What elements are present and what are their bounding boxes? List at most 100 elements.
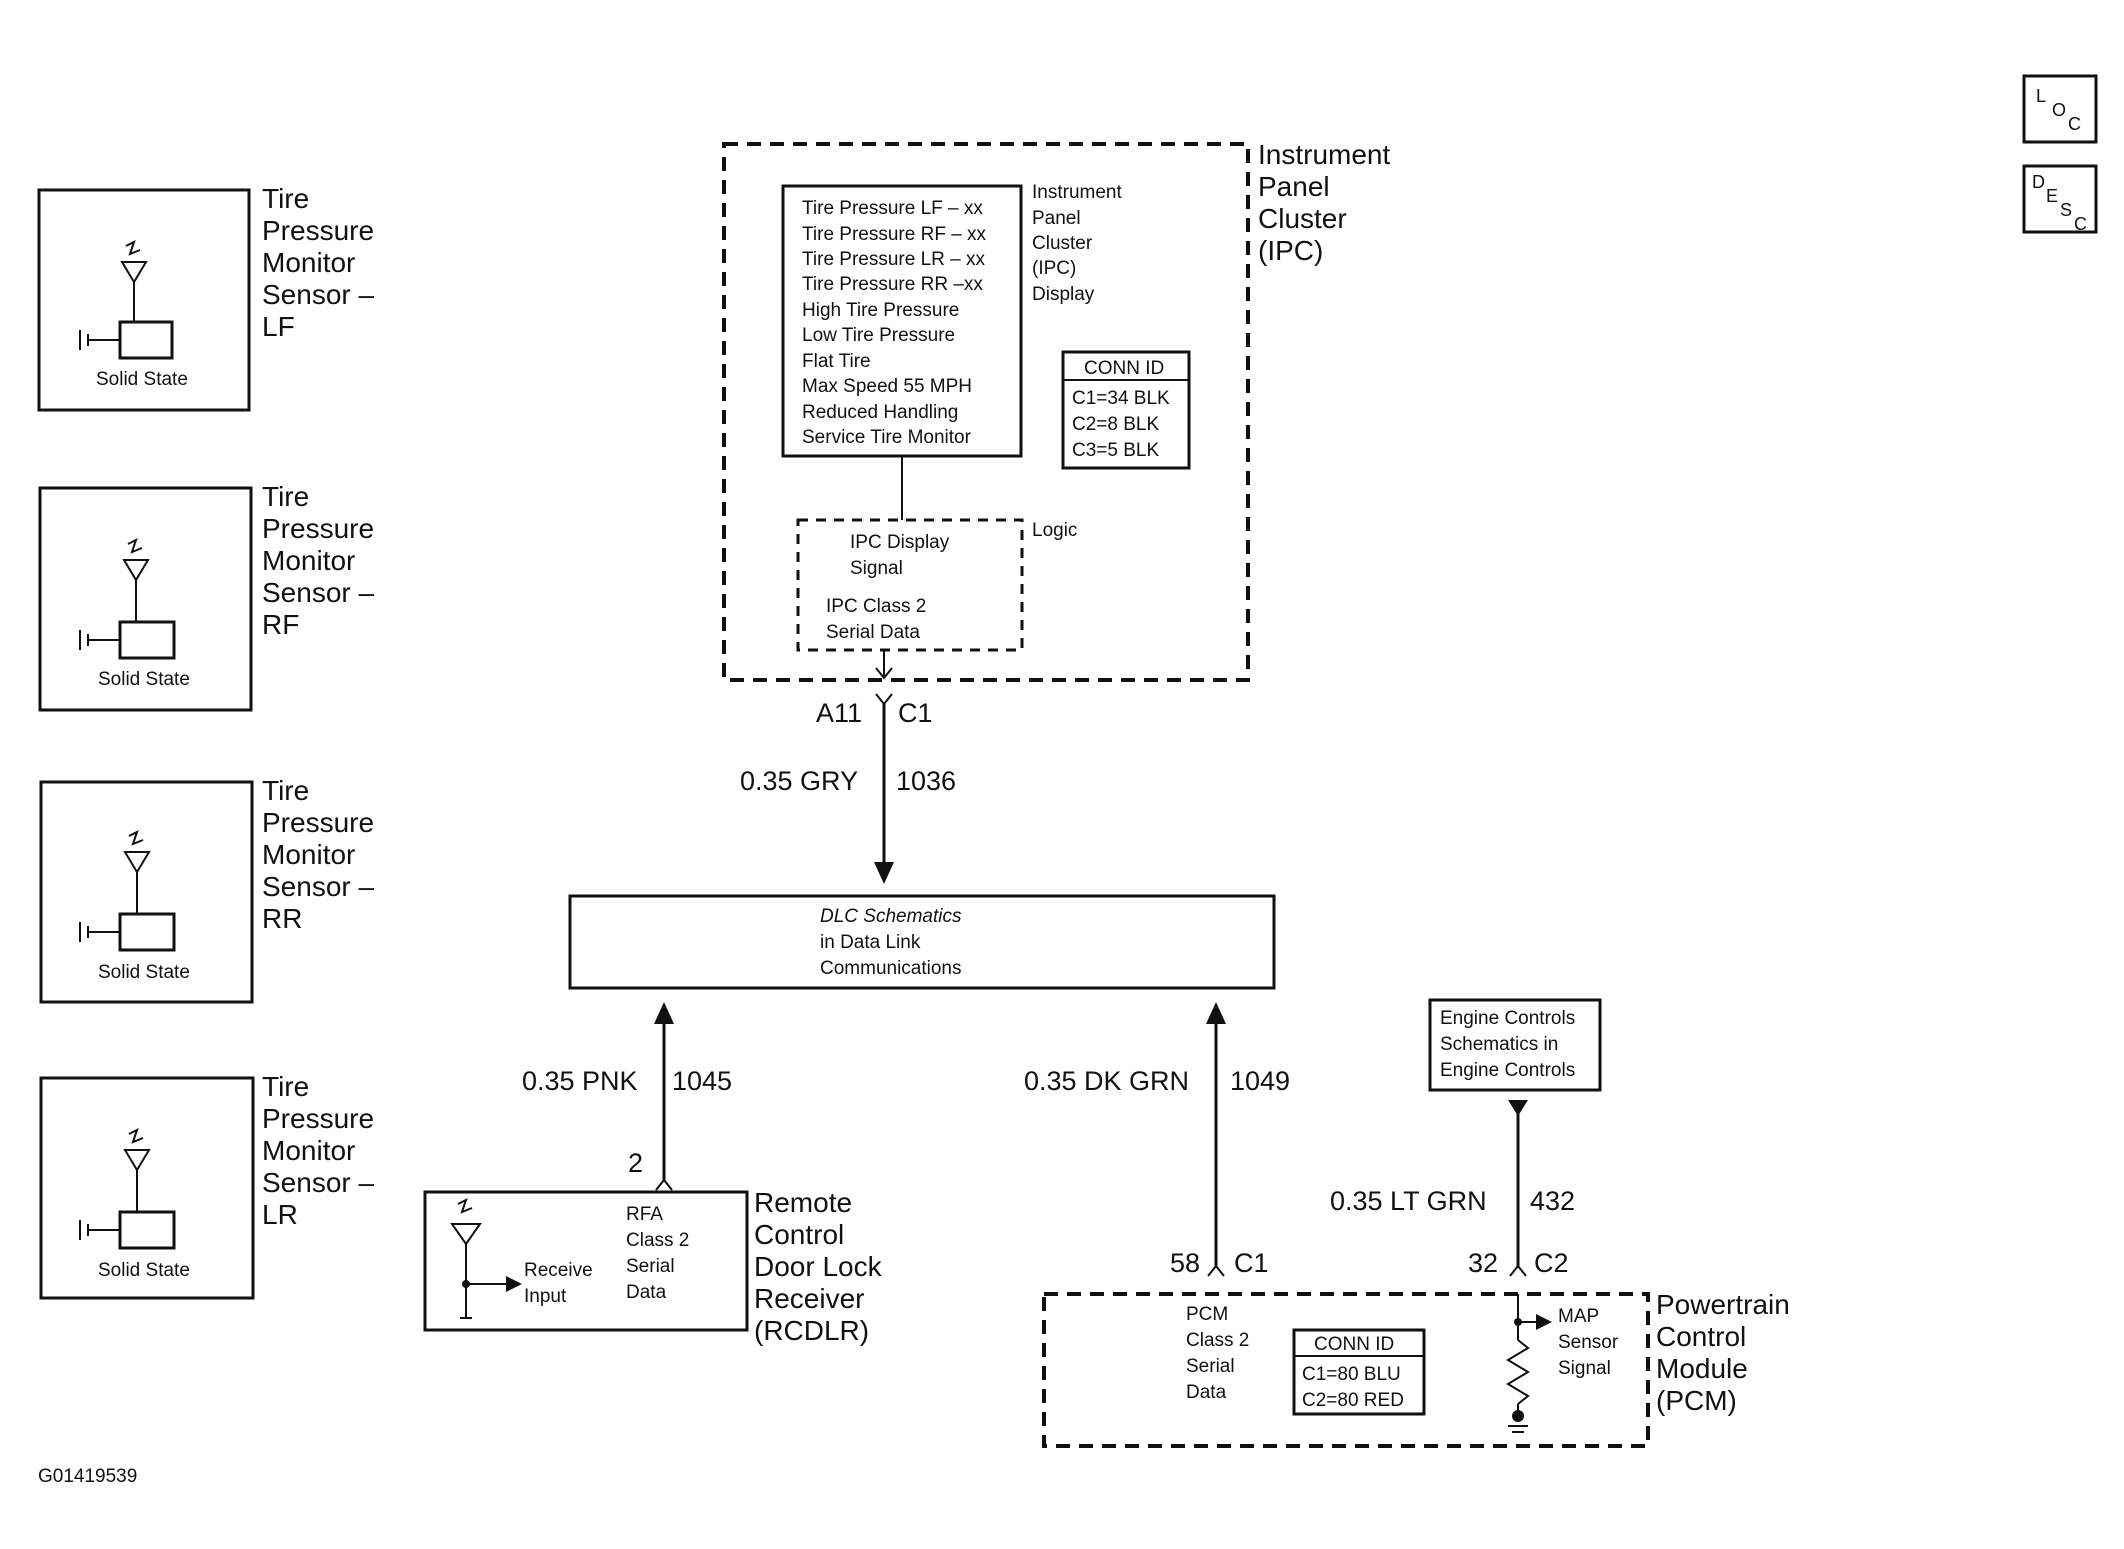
conn-id-line: C1=34 BLK xyxy=(1072,388,1170,409)
sensor-title-line: Tire xyxy=(262,183,309,214)
ipc-connector: C1 xyxy=(898,698,933,728)
conn-id-line: C3=5 BLK xyxy=(1072,440,1159,461)
sensor-title-line: Pressure xyxy=(262,215,374,246)
display-line: Tire Pressure LF – xx xyxy=(802,198,983,219)
pcm-title-line: (PCM) xyxy=(1656,1385,1737,1416)
sensor-box xyxy=(38,486,253,712)
antenna-icon xyxy=(123,830,151,914)
desc-letter: S xyxy=(2060,200,2072,220)
tire-pressure-sensor-rr: Solid State Tire Pressure Monitor Sensor… xyxy=(39,775,374,1004)
wire-ipc-dlc: A11 C1 0.35 GRY 1036 xyxy=(740,693,956,884)
display-label-line: Instrument xyxy=(1032,182,1122,203)
rcdlr-pin: 2 xyxy=(628,1148,643,1178)
sensor-title-line: Sensor – xyxy=(262,577,374,608)
pcm-title-line: Module xyxy=(1656,1353,1748,1384)
display-label-line: Panel xyxy=(1032,208,1081,229)
map-line: Sensor xyxy=(1558,1332,1619,1353)
sensor-title-line: Sensor – xyxy=(262,1167,374,1198)
sensor-module xyxy=(118,912,176,952)
tire-pressure-sensor-lf: Solid State Tire Pressure Monitor Sensor… xyxy=(37,183,374,412)
wire-rcdlr-dlc: 0.35 PNK 1045 2 xyxy=(522,1002,732,1191)
loc-letter: L xyxy=(2036,86,2046,106)
arrow-down-icon xyxy=(1508,1100,1528,1116)
logic-line: IPC Class 2 xyxy=(826,596,926,617)
sensor-title-line: Tire xyxy=(262,775,309,806)
arrow-down-icon xyxy=(874,862,894,884)
display-line: Tire Pressure RR –xx xyxy=(802,274,983,295)
sensor-title-line: Pressure xyxy=(262,1103,374,1134)
powertrain-control-module: PCM Class 2 Serial Data CONN ID C1=80 BL… xyxy=(1042,1289,1790,1448)
dlc-line: DLC Schematics xyxy=(820,906,962,927)
display-label-line: (IPC) xyxy=(1032,258,1076,279)
arrow-right-icon xyxy=(1514,1314,1552,1330)
instrument-panel-cluster: Instrument Panel Cluster (IPC) Tire Pres… xyxy=(722,139,1390,682)
sensor-title-line: LF xyxy=(262,311,295,342)
wire-gauge: 0.35 DK GRN xyxy=(1024,1066,1189,1096)
rcdlr-title-line: Remote xyxy=(754,1187,852,1218)
sensor-box xyxy=(39,780,254,1004)
display-line: Max Speed 55 MPH xyxy=(802,376,972,397)
loc-letter: O xyxy=(2052,100,2066,120)
wire-gauge: 0.35 PNK xyxy=(522,1066,638,1096)
antenna-icon xyxy=(122,538,150,622)
sensor-title-line: Monitor xyxy=(262,839,355,870)
receive-line: Input xyxy=(524,1286,567,1307)
connector-symbol xyxy=(1509,1264,1527,1277)
pcm-title-line: Powertrain xyxy=(1656,1289,1790,1320)
engine-controls-box: Engine Controls Schematics in Engine Con… xyxy=(1428,998,1602,1092)
loc-button[interactable]: L O C xyxy=(2022,74,2098,144)
display-line: Low Tire Pressure xyxy=(802,325,955,346)
ipc-conn-id-table: CONN ID C1=34 BLK C2=8 BLK C3=5 BLK xyxy=(1061,350,1191,470)
display-line: High Tire Pressure xyxy=(802,300,959,321)
display-line: Tire Pressure RF – xx xyxy=(802,224,987,245)
antenna-icon xyxy=(123,1128,151,1212)
pcm-data-line: Data xyxy=(1186,1382,1227,1403)
rfa-line: RFA xyxy=(626,1204,663,1225)
desc-letter: D xyxy=(2032,172,2045,192)
conn-id-line: C1=80 BLU xyxy=(1302,1364,1401,1385)
wire-gauge: 0.35 LT GRN xyxy=(1330,1186,1487,1216)
battery-icon xyxy=(79,330,120,350)
display-label-line: Display xyxy=(1032,284,1095,305)
sensor-title-line: Pressure xyxy=(262,513,374,544)
sensor-label: Solid State xyxy=(98,669,190,690)
ipc-pin: A11 xyxy=(816,698,862,728)
ipc-boundary xyxy=(722,142,1250,682)
display-line: Tire Pressure LR – xx xyxy=(802,249,986,270)
pcm-conn-id-table: CONN ID C1=80 BLU C2=80 RED xyxy=(1292,1328,1426,1416)
dlc-line: Communications xyxy=(820,958,962,979)
pcm-connector: C2 xyxy=(1534,1248,1569,1278)
rfa-line: Data xyxy=(626,1282,667,1303)
dlc-schematics-box: DLC Schematics in Data Link Communicatio… xyxy=(568,894,1276,990)
pcm-data-line: PCM xyxy=(1186,1304,1228,1325)
sensor-title-line: Monitor xyxy=(262,545,355,576)
rcdlr-box xyxy=(423,1190,749,1332)
desc-button[interactable]: D E S C xyxy=(2022,164,2098,234)
map-line: MAP xyxy=(1558,1306,1599,1327)
sensor-title-line: Sensor – xyxy=(262,279,374,310)
sensor-title-line: Tire xyxy=(262,1071,309,1102)
sensor-title-line: Sensor – xyxy=(262,871,374,902)
wire-gauge: 0.35 GRY xyxy=(740,766,858,796)
wire-circuit: 1049 xyxy=(1230,1066,1290,1096)
wire-pcm-dlc: 0.35 DK GRN 1049 58 C1 xyxy=(1024,1002,1290,1278)
desc-letter: C xyxy=(2074,214,2087,234)
tire-pressure-sensor-lr: Solid State Tire Pressure Monitor Sensor… xyxy=(39,1071,374,1300)
sensor-module xyxy=(118,620,176,660)
display-line: Service Tire Monitor xyxy=(802,427,972,448)
pcm-pin: 58 xyxy=(1170,1248,1200,1278)
sensor-module xyxy=(118,1210,176,1250)
antenna-icon xyxy=(450,1198,482,1319)
pcm-data-line: Class 2 xyxy=(1186,1330,1249,1351)
sensor-title-line: Monitor xyxy=(262,1135,355,1166)
figure-id: G01419539 xyxy=(38,1466,137,1487)
ipc-title-line: Panel xyxy=(1258,171,1330,202)
resistor-icon xyxy=(1506,1294,1530,1433)
sensor-title-line: LR xyxy=(262,1199,298,1230)
logic-line: IPC Display xyxy=(850,532,950,553)
map-line: Signal xyxy=(1558,1358,1611,1379)
loc-letter: C xyxy=(2068,114,2081,134)
tire-pressure-sensor-rf: Solid State Tire Pressure Monitor Sensor… xyxy=(38,481,374,712)
arrow-right-icon xyxy=(462,1276,522,1292)
connector-symbol xyxy=(1207,1264,1225,1277)
